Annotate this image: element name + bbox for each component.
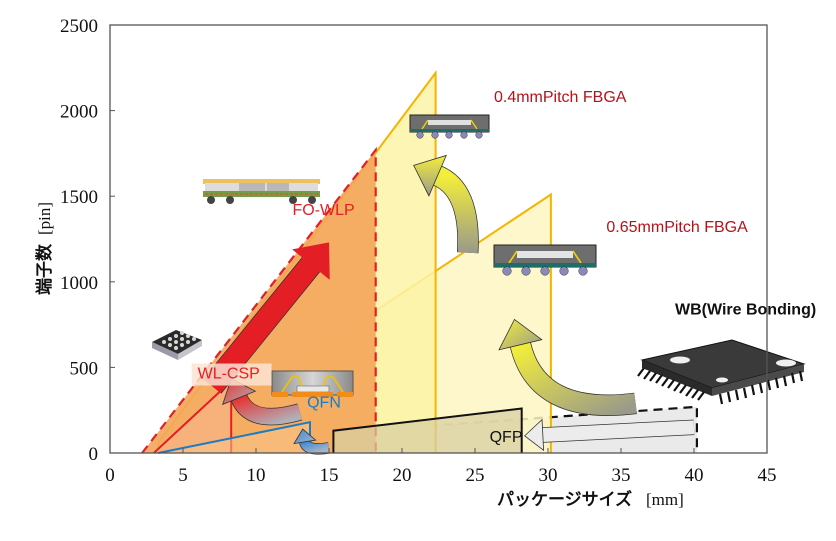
y-axis: 0 500 1000 1500 2000 2500 <box>60 16 115 465</box>
region-fo-wlp-outline <box>141 146 377 454</box>
plot-frame <box>109 24 768 454</box>
y-tick-label: 2500 <box>60 16 98 37</box>
region-qfp-fill <box>333 408 522 453</box>
fo-wlp-package-icon <box>203 179 320 204</box>
x-tick-label: 10 <box>247 465 266 486</box>
to-qfp-arrow <box>524 418 695 452</box>
x-tick-label: 0 <box>105 465 115 486</box>
fbga-04-package-icon <box>409 114 490 139</box>
y-tick-label: 500 <box>70 358 99 379</box>
annotation-0-4mmpitch-fbga: 0.4mmPitch FBGA <box>494 89 627 106</box>
to-065fbga-arrow <box>498 318 637 416</box>
fbga-065-package-icon <box>493 244 597 276</box>
x-tick-label: 45 <box>758 465 777 486</box>
to-qfn-arrow <box>293 428 330 455</box>
x-tick-label: 5 <box>178 465 188 486</box>
annotation-layer: 0.4mmPitch FBGA 0.65mmPitch FBGA FO-WLP WL-… <box>191 89 816 446</box>
x-axis-title: パッケージサイズ <box>497 489 632 510</box>
to-qfn-arrow-head <box>293 428 317 445</box>
y-axis-title-group: 端子数 [pin] <box>34 202 55 295</box>
annotation-wb-wire-bonding: WB(Wire Bonding) <box>675 301 816 318</box>
y-axis-title: 端子数 <box>34 243 55 295</box>
to-qfn-arrow-shaft <box>299 440 330 454</box>
x-tick-label: 25 <box>466 465 485 486</box>
wl-csp-package-icon <box>152 330 202 360</box>
to-wlcsp-arrow <box>222 377 303 426</box>
annotation-qfn: QFN <box>307 395 341 412</box>
annotation-fo-wlp: FO-WLP <box>293 202 355 219</box>
annotation-wl-csp: WL-CSP <box>198 366 260 383</box>
x-tick-label: 40 <box>685 465 704 486</box>
y-tick-label: 0 <box>89 444 99 465</box>
arrow-layer <box>203 154 695 455</box>
x-tick-label: 20 <box>393 465 412 486</box>
x-tick-label: 15 <box>320 465 339 486</box>
fo-wlp-growth-arrow-head <box>292 242 330 280</box>
y-tick-label: 1000 <box>60 273 98 294</box>
y-tick-label: 1500 <box>60 187 98 208</box>
region-qfp-outline <box>332 407 523 453</box>
to-qfp-arrow-shaft <box>542 420 695 442</box>
x-tick-label: 30 <box>539 465 558 486</box>
to-04fbga-arrow <box>413 154 479 254</box>
x-axis: 0 5 10 15 20 25 30 35 40 45 <box>105 448 777 486</box>
annotation-0-65mmpitch-fbga: 0.65mmPitch FBGA <box>606 219 748 236</box>
wire-bonding-qfp-icon <box>637 339 806 405</box>
qfn-package-icon <box>271 370 354 397</box>
x-axis-unit: [mm] <box>646 490 684 509</box>
y-axis-unit: [pin] <box>35 202 54 235</box>
to-qfp-arrow-head <box>524 418 545 452</box>
to-wlcsp-arrow-shaft <box>231 394 303 425</box>
to-04fbga-arrow-shaft <box>432 166 479 254</box>
package-icon-layer <box>152 114 806 405</box>
wl-csp-label-bg <box>191 363 272 386</box>
y-tick-label: 2000 <box>60 102 98 123</box>
to-065fbga-arrow-head <box>498 318 543 351</box>
to-04fbga-arrow-head <box>413 154 447 197</box>
annotation-qfp: QFP <box>490 429 523 446</box>
to-065fbga-arrow-shaft <box>510 342 637 416</box>
x-tick-label: 35 <box>612 465 631 486</box>
